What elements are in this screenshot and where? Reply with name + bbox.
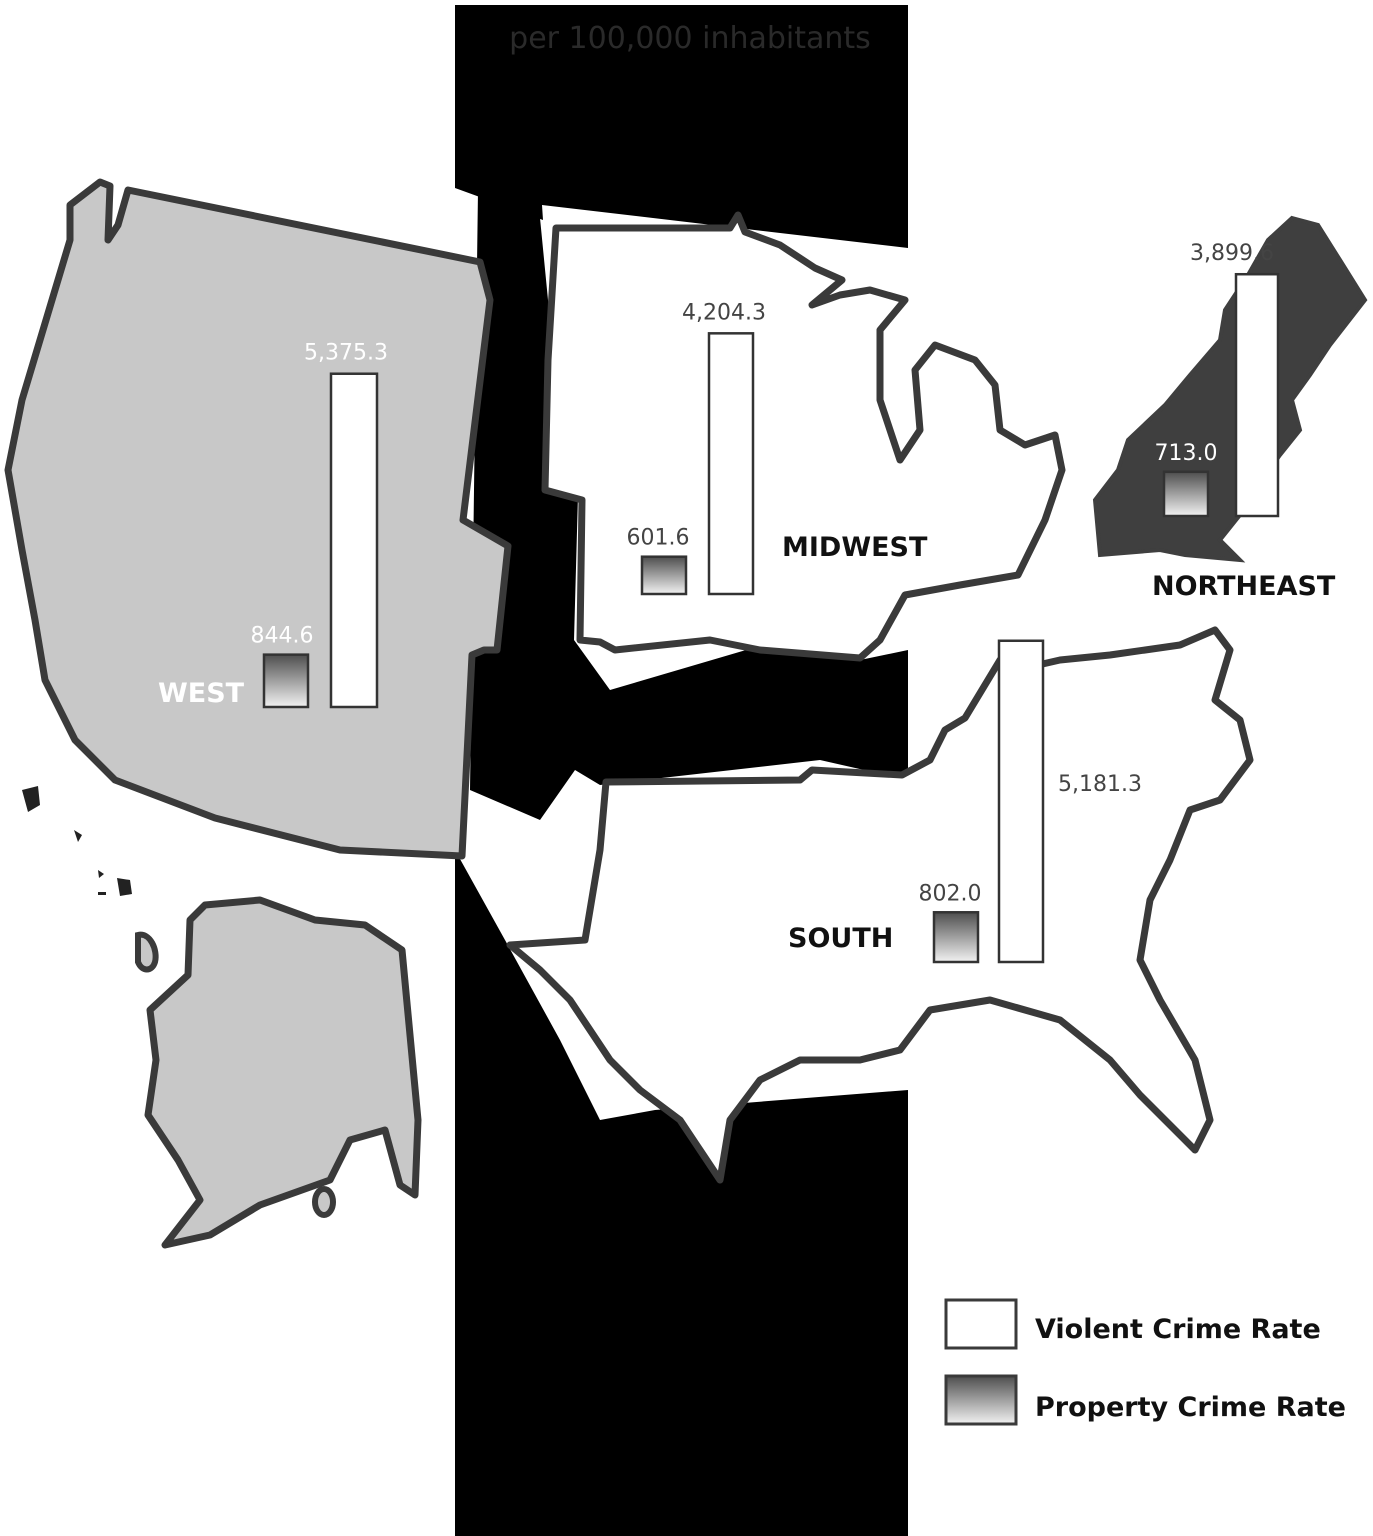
violent-bar-south — [997, 639, 1045, 964]
legend-violent-label: Violent Crime Rate — [1035, 1314, 1321, 1345]
background-band — [455, 5, 908, 248]
region-label-south: SOUTH — [788, 923, 893, 954]
property-bar-west — [262, 653, 310, 709]
property-value-label-west: 844.6 — [251, 624, 314, 649]
violent-value-label-midwest: 4,204.3 — [682, 300, 766, 325]
alaska-shape — [144, 896, 422, 1249]
region-label-west: WEST — [158, 678, 245, 709]
west-region-shape — [4, 178, 512, 860]
background-band-mid — [470, 190, 908, 820]
violent-value-label-northeast: 3,899.6 — [1190, 241, 1274, 266]
property-bar-northeast — [1162, 470, 1210, 518]
northeast-region-shape — [1092, 215, 1368, 563]
legend-property-label: Property Crime Rate — [1035, 1392, 1346, 1423]
violent-value-label-west: 5,375.3 — [304, 341, 388, 366]
region-label-midwest: MIDWEST — [782, 532, 928, 563]
header-note: per 100,000 inhabitants — [509, 21, 871, 56]
hawaii-island-shape-5 — [98, 892, 106, 895]
violent-bar-midwest — [707, 332, 755, 596]
violent-bar-northeast — [1234, 272, 1280, 518]
legend-violent-swatch — [944, 1298, 1018, 1350]
background-band-bottom — [455, 850, 908, 1536]
property-bar-midwest — [640, 555, 688, 596]
property-value-label-south: 802.0 — [919, 881, 982, 906]
property-bar-south — [932, 911, 980, 964]
alaska-island-shape — [135, 931, 159, 973]
violent-value-label-south: 5,181.3 — [1058, 772, 1142, 797]
hawaii-island-shape-2 — [74, 830, 82, 842]
hawaii-island-shape-4 — [117, 878, 132, 896]
midwest-region-shape — [541, 211, 1066, 662]
violent-bar-west — [329, 372, 379, 709]
property-value-label-northeast: 713.0 — [1155, 441, 1218, 466]
region-label-northeast: NORTHEAST — [1152, 571, 1336, 602]
legend-property-swatch — [944, 1374, 1018, 1426]
hawaii-island-shape-3 — [98, 870, 104, 878]
bars-layer: 5,375.3 844.6 4,204.3 601.6 3,899.6 713.0 5,18… — [251, 241, 1280, 964]
property-value-label-midwest: 601.6 — [627, 526, 690, 551]
alaska-island-shape-2 — [312, 1186, 336, 1218]
hawaii-island-shape — [22, 786, 40, 812]
